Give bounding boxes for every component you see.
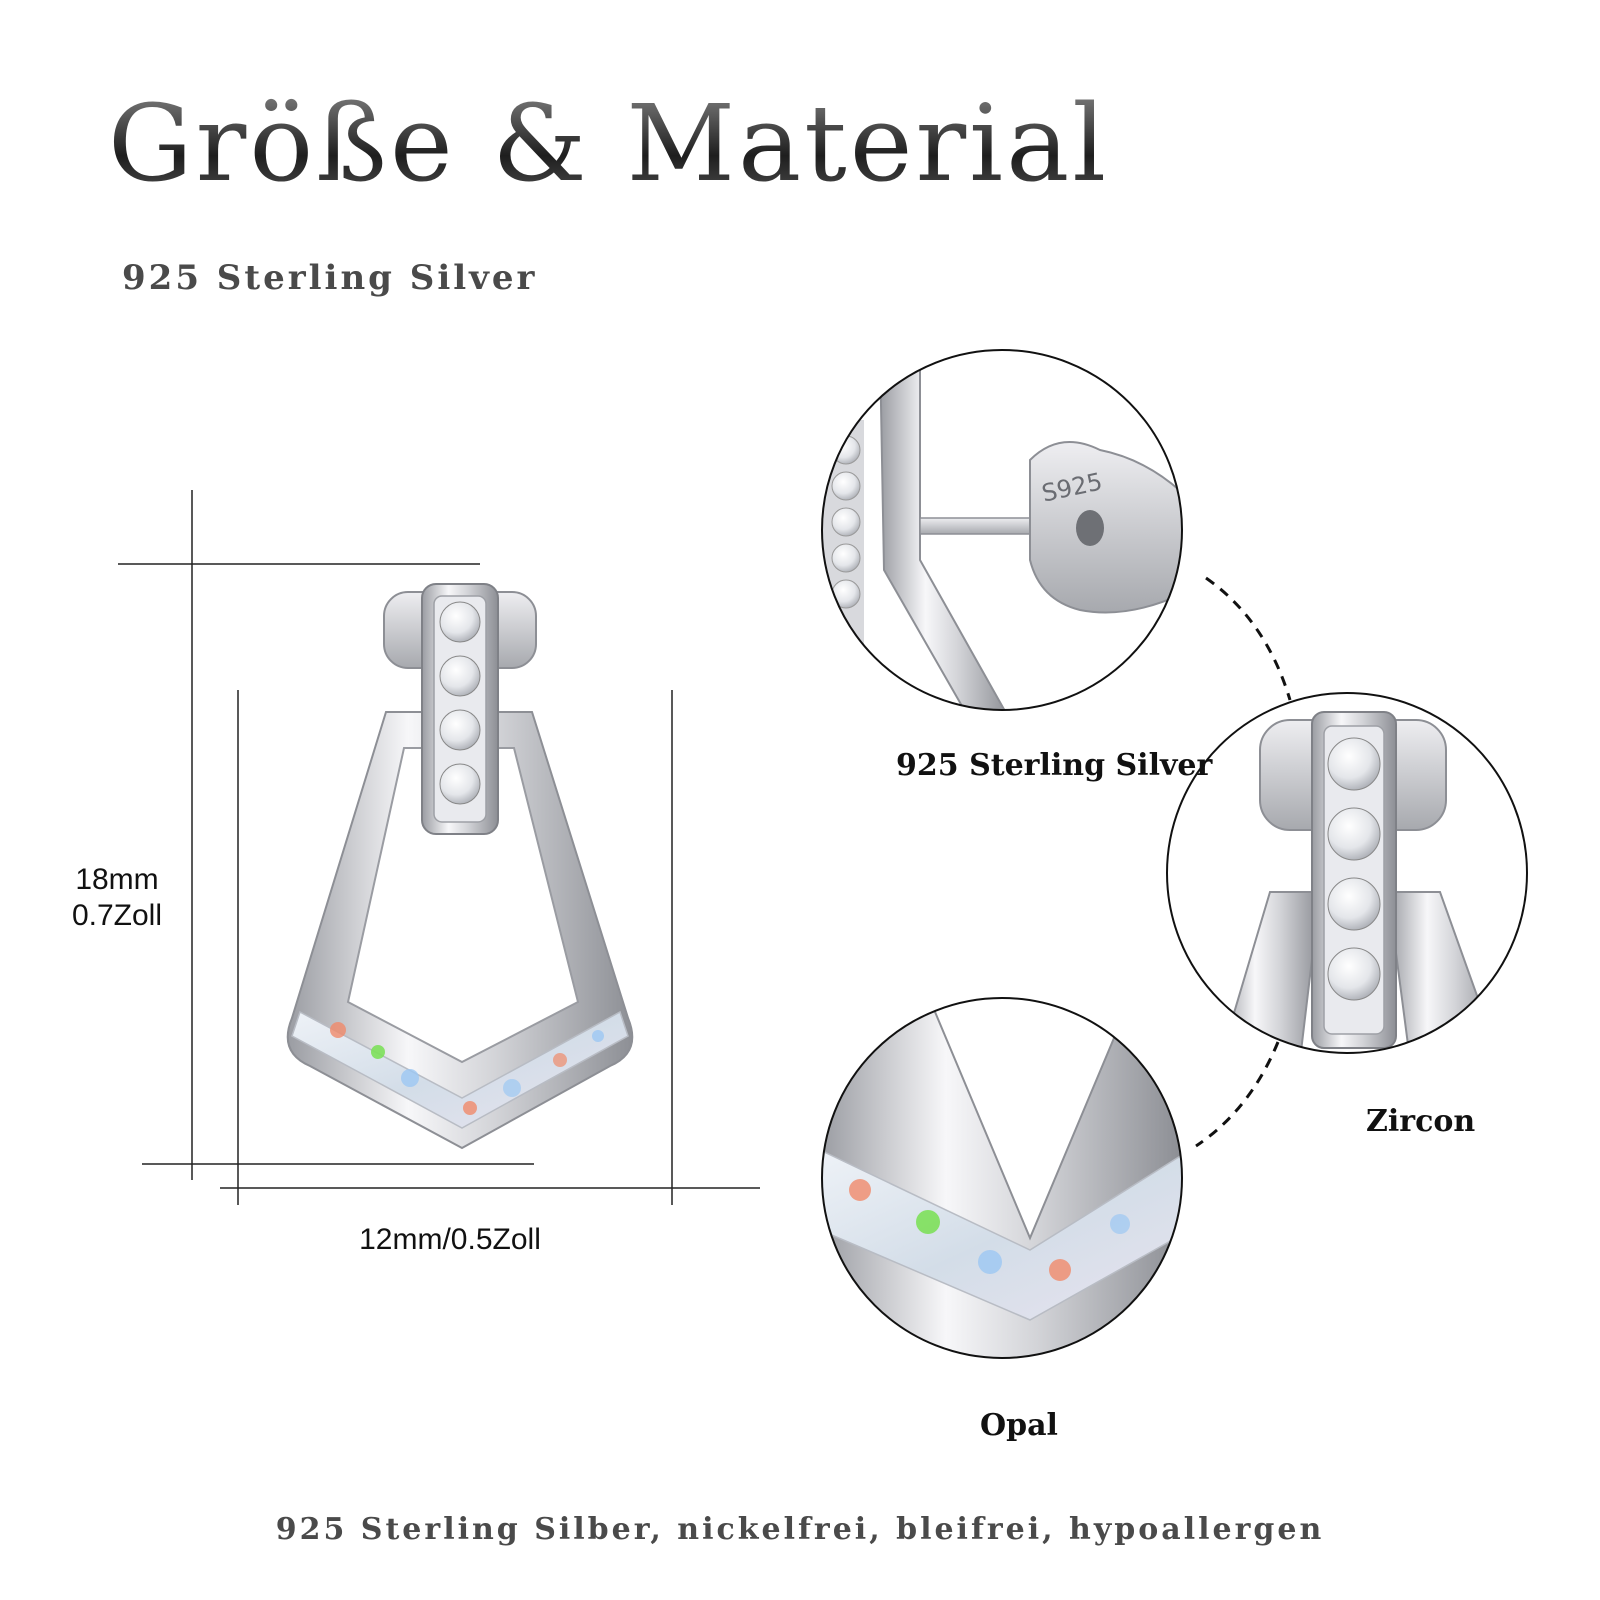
callout-label-opal: Opal xyxy=(980,1408,1058,1443)
height-dimension: 18mm 0.7Zoll xyxy=(52,862,182,934)
earring-main xyxy=(286,583,634,1150)
zoom-circle-silver: S925 xyxy=(821,349,1183,711)
callout-label-zircon: Zircon xyxy=(1366,1104,1476,1139)
dimension-lines xyxy=(118,490,760,1205)
callout-label-silver: 925 Sterling Silver xyxy=(896,748,1213,783)
height-mm-label: 18mm xyxy=(75,863,159,896)
zoom-circle-zircon xyxy=(1166,692,1528,1054)
material-subtitle: 925 Sterling Silver xyxy=(122,258,538,298)
height-in-label: 0.7Zoll xyxy=(71,899,163,932)
dashed-connectors xyxy=(1195,576,1292,1148)
material-footer: 925 Sterling Silber, nickelfrei, bleifre… xyxy=(275,1512,1325,1547)
opal-flecks xyxy=(330,1022,604,1115)
width-dimension-label: 12mm/0.5Zoll xyxy=(359,1223,541,1256)
page-title: Größe & Material xyxy=(108,82,1110,205)
zircon-stones xyxy=(439,601,481,805)
zoom-circle-opal xyxy=(821,997,1183,1359)
